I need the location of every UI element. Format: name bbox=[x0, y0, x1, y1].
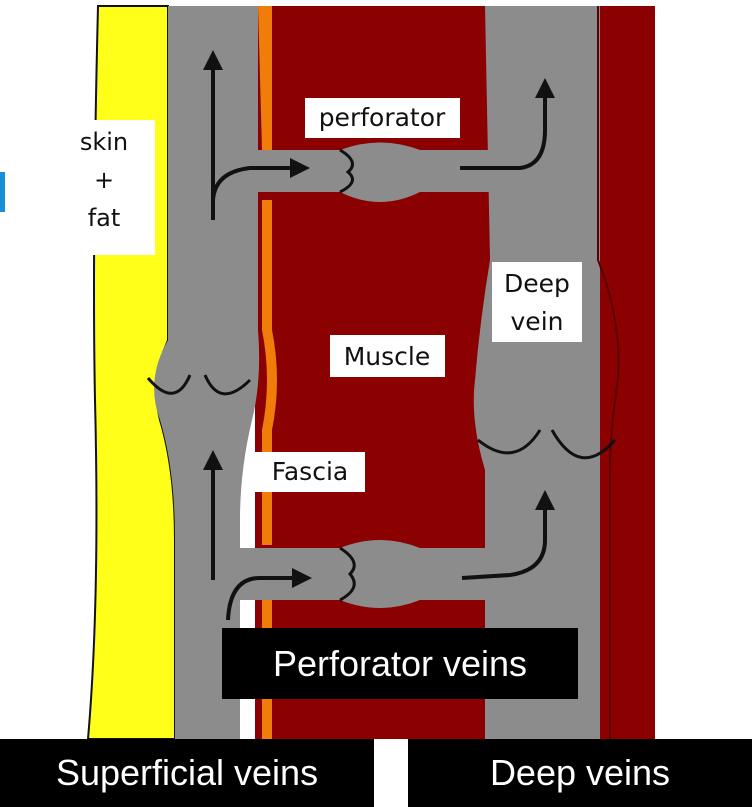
deep-label: Deep bbox=[504, 269, 570, 298]
plus-label: + bbox=[94, 166, 114, 194]
skin-label: skin bbox=[80, 128, 128, 156]
lower-perforator-vein bbox=[240, 540, 490, 608]
deep-vein-right-wall bbox=[600, 6, 655, 739]
perforator-veins-caption: Perforator veins bbox=[222, 628, 578, 699]
deep-veins-caption: Deep veins bbox=[408, 739, 752, 807]
superficial-veins-caption: Superficial veins bbox=[0, 739, 374, 807]
fat-label: fat bbox=[88, 204, 121, 232]
perforator-label: perforator bbox=[319, 103, 446, 132]
fascia-label: Fascia bbox=[272, 457, 348, 486]
vein-label: vein bbox=[511, 307, 564, 336]
edge-mark bbox=[0, 172, 5, 212]
muscle-label: Muscle bbox=[344, 342, 431, 371]
